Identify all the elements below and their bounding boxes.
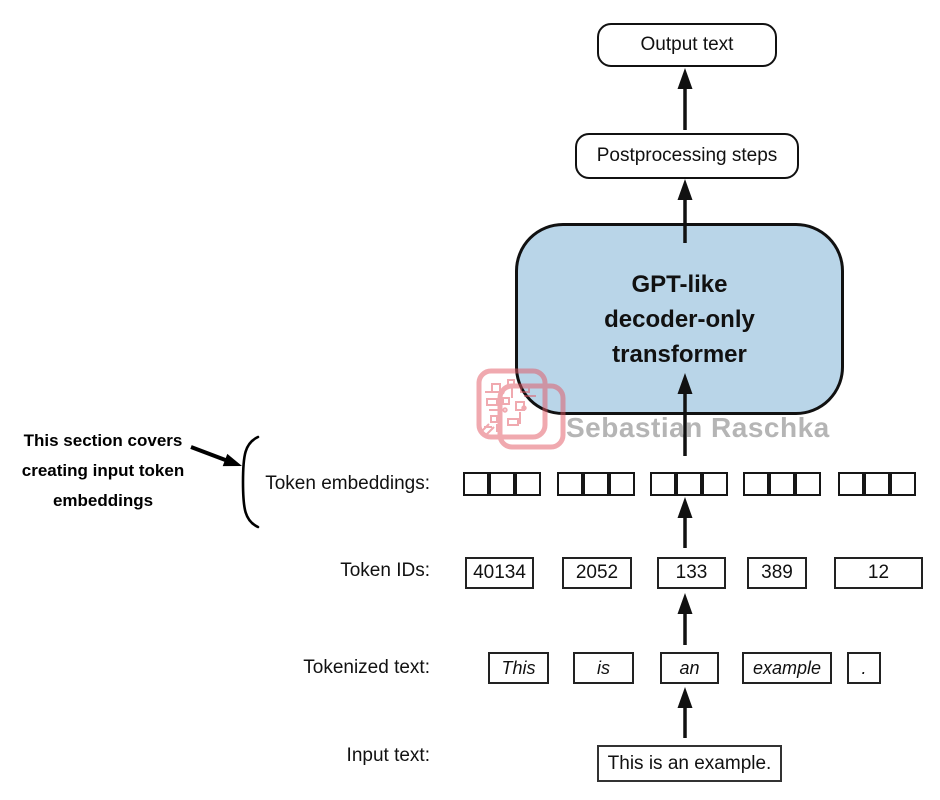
input-text-box: This is an example. <box>597 745 782 782</box>
token-id-box: 12 <box>834 557 923 589</box>
output-text-label: Output text <box>640 34 734 55</box>
postprocessing-label: Postprocessing steps <box>596 145 778 166</box>
input-text-label: Input text: <box>346 745 430 766</box>
token-text-box: is <box>573 652 634 684</box>
embedding-cell <box>515 472 541 496</box>
transformer-line-2: decoder-only <box>604 305 755 333</box>
annotation-line-1: This section covers <box>23 431 183 450</box>
embedding-group-1 <box>463 472 541 496</box>
watermark-text: Sebastian Raschka <box>566 412 830 443</box>
embedding-cell <box>769 472 795 496</box>
annotation-line-2: creating input token <box>21 461 185 480</box>
token-text-box: example <box>742 652 832 684</box>
token-id-box: 133 <box>657 557 726 589</box>
token-id-box: 40134 <box>465 557 534 589</box>
input-text-value: This is an example. <box>607 752 772 774</box>
token-text-box: This <box>488 652 549 684</box>
embedding-cell <box>583 472 609 496</box>
embedding-cell <box>743 472 769 496</box>
embedding-cell <box>702 472 728 496</box>
output-text-box: Output text <box>597 23 777 67</box>
embedding-group-3 <box>650 472 728 496</box>
token-ids-label: Token IDs: <box>340 560 430 581</box>
embedding-cell <box>890 472 916 496</box>
embedding-cell <box>489 472 515 496</box>
embedding-cell <box>557 472 583 496</box>
token-text-box: . <box>847 652 881 684</box>
embedding-group-4 <box>743 472 821 496</box>
transformer-line-1: GPT-like <box>631 270 728 298</box>
token-embeddings-label: Token embeddings: <box>265 473 430 494</box>
annotation-line-3: embeddings <box>52 491 154 510</box>
transformer-line-3: transformer <box>612 340 747 368</box>
token-id-box: 2052 <box>562 557 632 589</box>
embedding-cell <box>676 472 702 496</box>
token-text-box: an <box>660 652 719 684</box>
section-annotation: This section covers creating input token… <box>2 426 204 516</box>
token-id-box: 389 <box>747 557 807 589</box>
embedding-cell <box>864 472 890 496</box>
embedding-group-2 <box>557 472 635 496</box>
embedding-cell <box>650 472 676 496</box>
embedding-group-5 <box>838 472 916 496</box>
embedding-cell <box>795 472 821 496</box>
embedding-cell <box>838 472 864 496</box>
postprocessing-box: Postprocessing steps <box>575 133 799 179</box>
embedding-cell <box>463 472 489 496</box>
embedding-cell <box>609 472 635 496</box>
tokenized-text-label: Tokenized text: <box>303 657 430 678</box>
